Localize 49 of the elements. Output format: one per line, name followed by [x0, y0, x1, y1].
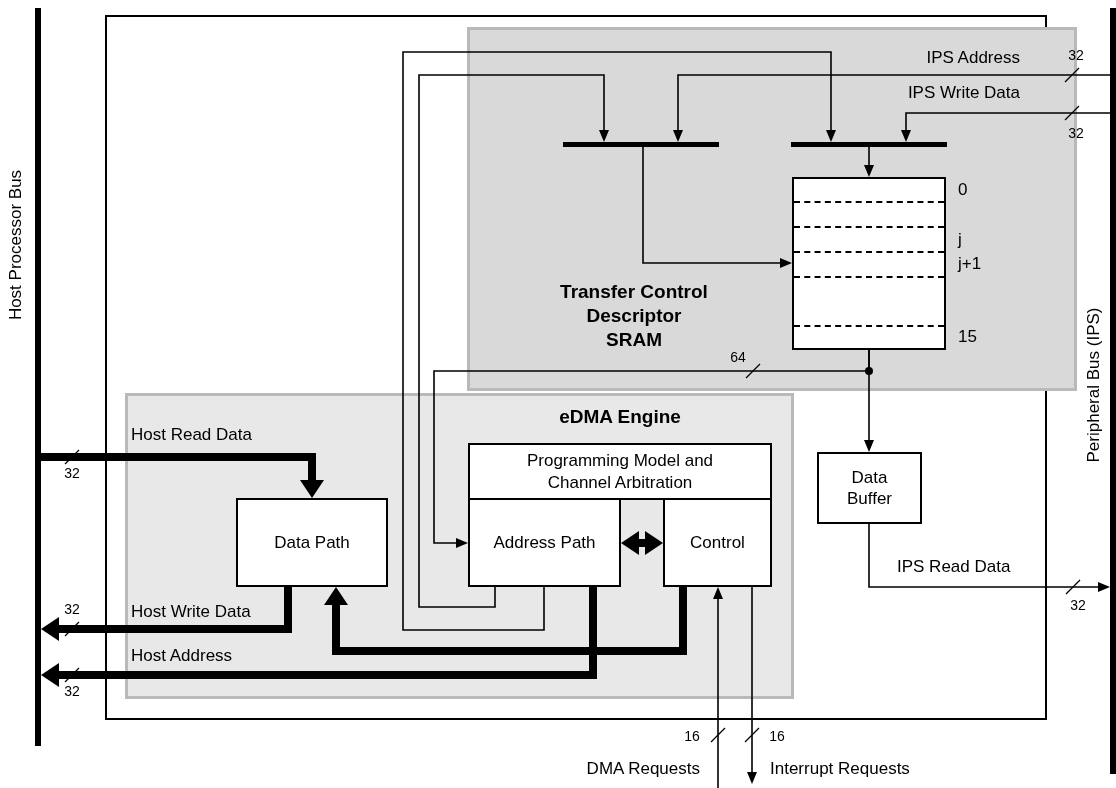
arrow [402, 51, 836, 631]
bus-width-label: 32 [1068, 125, 1084, 141]
arrow [868, 523, 1110, 592]
bus-width-label: 32 [1070, 597, 1086, 613]
arrow [41, 587, 292, 641]
mux-bar [563, 142, 719, 147]
edge-label: Host Address [131, 646, 233, 666]
arrow [713, 587, 723, 788]
arrow [901, 112, 1111, 142]
arrow [41, 453, 324, 498]
bus-width-label: 16 [769, 728, 785, 744]
mux-bar [791, 142, 947, 147]
row-label: j+1 [958, 254, 982, 274]
edge-label: DMA Requests [586, 759, 700, 779]
process-box: Address Path [468, 498, 621, 587]
arrow [673, 74, 1111, 142]
edge-label: Host Read Data [131, 425, 252, 445]
edge-label: Interrupt Requests [770, 759, 910, 779]
bus-width-label: 16 [684, 728, 700, 744]
bus-label: Host Processor Bus [6, 169, 26, 321]
engine-panel [125, 393, 794, 699]
bus-width-label: 32 [64, 465, 80, 481]
arrow [621, 531, 663, 555]
edge-label: IPS Read Data [897, 557, 1011, 577]
panel-title: Transfer Control Descriptor SRAM [559, 280, 709, 352]
arrow [642, 146, 792, 268]
edge-label: IPS Write Data [907, 83, 1020, 103]
arrow [41, 587, 597, 687]
bus-label: Peripheral Bus (IPS) [1084, 307, 1104, 463]
process-box: Programming Model and Channel Arbitration [468, 443, 772, 500]
row-label: 15 [958, 327, 977, 347]
bus-width-label: 32 [1068, 47, 1084, 63]
memory-table [792, 177, 946, 350]
bus-width-label: 64 [730, 349, 746, 365]
arrow [864, 146, 874, 177]
row-label: 0 [958, 180, 968, 200]
process-box: Data Buffer [817, 452, 922, 524]
bus-width-label: 32 [64, 683, 80, 699]
arrow [418, 74, 609, 608]
process-box: Data Path [236, 498, 388, 587]
edge-label: Host Write Data [131, 602, 251, 622]
arrow [864, 349, 874, 452]
edge-label: IPS Address [926, 48, 1020, 68]
arrow [747, 586, 757, 784]
row-label: j [958, 230, 962, 250]
process-box: Control [663, 498, 772, 587]
bus-width-label: 32 [64, 601, 80, 617]
panel-title: eDMA Engine [558, 405, 682, 429]
arrow [324, 587, 687, 655]
